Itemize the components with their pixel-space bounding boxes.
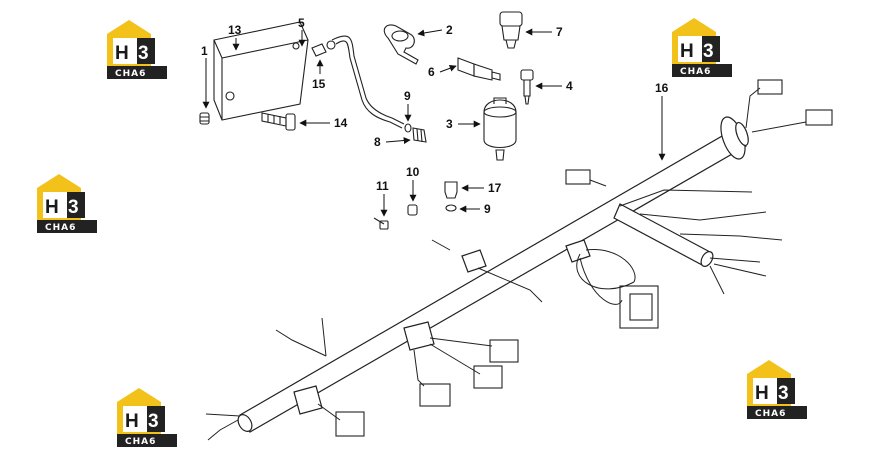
logo-sub: CHA6 <box>755 409 786 419</box>
callout-17: 17 <box>488 181 502 195</box>
callout-11: 11 <box>376 179 389 193</box>
callout-9-upper: 9 <box>404 89 411 103</box>
callout-2: 2 <box>446 23 453 37</box>
callouts: 1 13 5 15 14 2 6 7 4 9 3 8 16 11 10 17 9 <box>201 16 669 217</box>
part-3-pressure-sender <box>483 97 517 161</box>
brand-logo-2: H 3 CHA6 <box>672 18 732 77</box>
logo-sub: CHA6 <box>125 437 156 447</box>
brand-logo-5: H 3 CHA6 <box>117 388 177 447</box>
brand-logo-1: H 3 CHA6 <box>107 20 167 79</box>
logo-mark-3: 3 <box>138 43 149 64</box>
callout-5: 5 <box>298 16 305 30</box>
part-7-sensor <box>499 11 523 49</box>
logo-mark-3: 3 <box>148 411 159 432</box>
part-4-sensor <box>520 69 534 105</box>
logo-mark-3: 3 <box>68 197 79 218</box>
part-1-screw <box>199 112 210 125</box>
logo-mark-h: H <box>115 43 129 64</box>
callout-8: 8 <box>374 135 381 149</box>
part-6-sensor <box>457 57 501 81</box>
callout-3: 3 <box>446 117 453 131</box>
callout-7: 7 <box>556 25 563 39</box>
callout-6: 6 <box>428 65 435 79</box>
part-11-bolt <box>373 217 389 230</box>
part-16-wiring-harness <box>205 79 833 441</box>
callout-9-lower: 9 <box>484 202 491 216</box>
logo-mark-h: H <box>45 197 59 218</box>
callout-14: 14 <box>334 116 348 130</box>
part-15-fitting <box>311 40 336 57</box>
oil-pipe <box>331 35 405 129</box>
part-10-nut <box>407 204 418 216</box>
callout-4: 4 <box>566 79 573 93</box>
callout-15: 15 <box>312 77 326 91</box>
logo-sub: CHA6 <box>680 67 711 77</box>
logo-mark-3: 3 <box>703 41 714 62</box>
part-14-bolt <box>261 112 296 131</box>
logo-mark-h: H <box>680 41 694 62</box>
brand-logo-3: H 3 CHA6 <box>37 174 97 233</box>
callout-10: 10 <box>406 165 420 179</box>
logo-sub: CHA6 <box>115 69 146 79</box>
logo-mark-h: H <box>125 411 139 432</box>
callout-16: 16 <box>655 81 669 95</box>
callout-13: 13 <box>228 23 242 37</box>
part-8-fitting <box>412 127 427 143</box>
part-17-fitting <box>444 181 458 199</box>
logo-mark-3: 3 <box>778 383 789 404</box>
logo-mark-h: H <box>755 383 769 404</box>
part-9-washer-upper <box>404 123 412 133</box>
part-9-washer-lower <box>445 204 457 212</box>
brand-logo-4: H 3 CHA6 <box>747 360 807 419</box>
part-2-clamp <box>383 24 419 65</box>
callout-1: 1 <box>201 44 208 58</box>
logo-sub: CHA6 <box>45 223 76 233</box>
